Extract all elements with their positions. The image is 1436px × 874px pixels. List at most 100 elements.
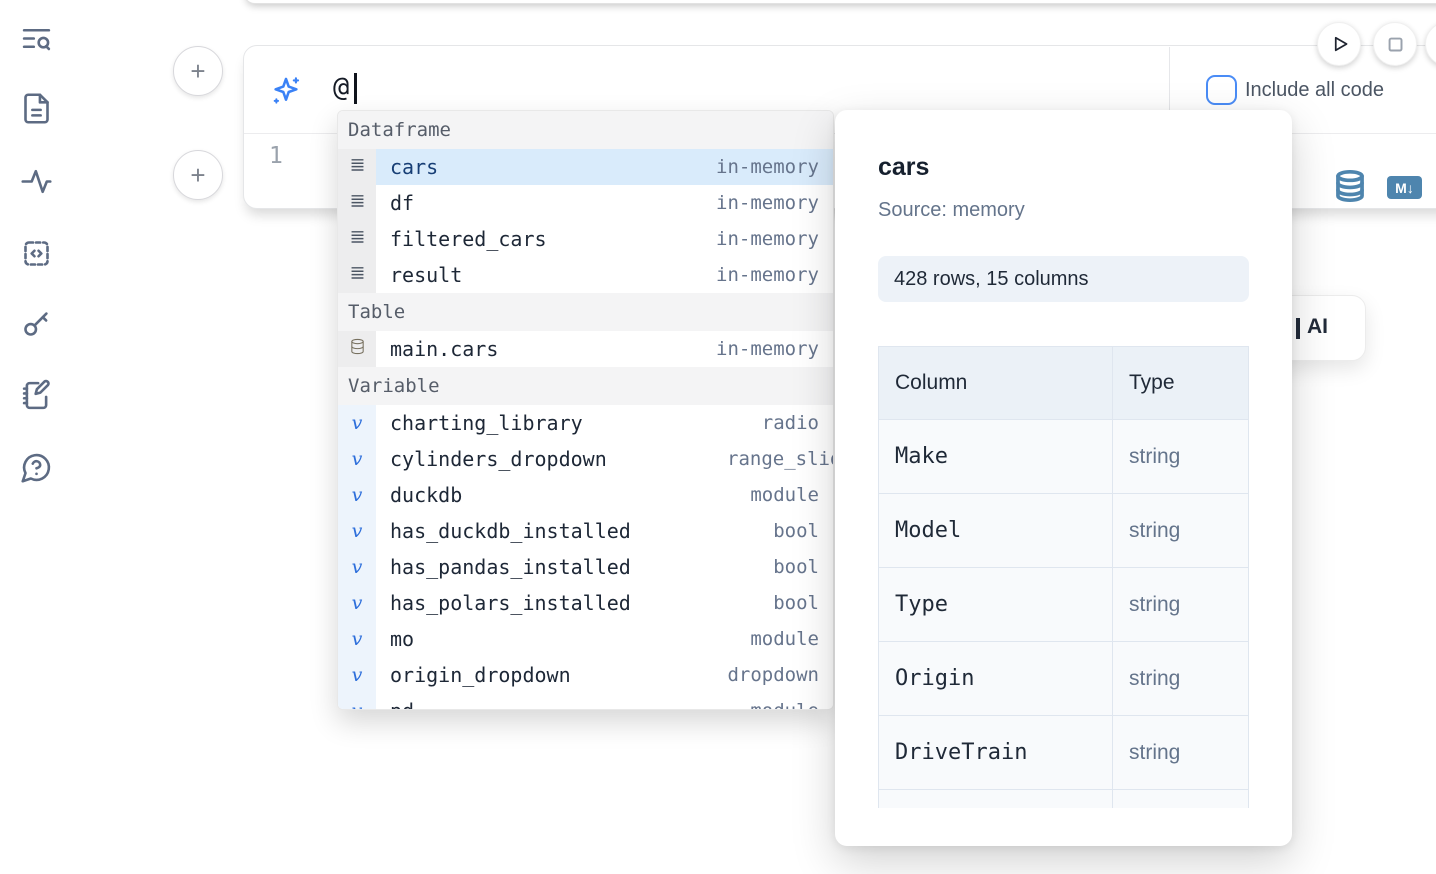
item-name: duckdb	[390, 483, 463, 507]
include-all-code-label[interactable]: Include all code	[1245, 79, 1384, 101]
item-type: module	[750, 628, 819, 650]
add-cell-above-button[interactable]: +	[173, 46, 223, 96]
item-name: origin_dropdown	[390, 663, 571, 687]
item-name: has_pandas_installed	[390, 555, 631, 579]
datasource-icon[interactable]	[1333, 169, 1367, 203]
item-name: mo	[390, 627, 415, 651]
schema-row: DriveTrain string	[879, 715, 1248, 789]
run-cell-button[interactable]	[1317, 22, 1361, 66]
autocomplete-item[interactable]: filtered_cars in-memory	[338, 221, 833, 257]
item-type: bool	[773, 520, 819, 542]
clipped-letter	[1296, 318, 1300, 339]
play-icon	[1334, 36, 1348, 52]
schema-column-type: string	[1112, 494, 1248, 567]
text-search-icon[interactable]	[18, 22, 54, 58]
schema-column-type: string	[1112, 568, 1248, 641]
help-chat-icon[interactable]	[18, 451, 54, 487]
autocomplete-item[interactable]: vpdmodule	[338, 693, 833, 709]
item-type: bool	[773, 592, 819, 614]
dataframe-icon	[338, 149, 376, 185]
autocomplete-item[interactable]: main.cars in-memory	[338, 331, 833, 367]
item-type: in-memory	[716, 156, 819, 178]
add-cell-below-button[interactable]: +	[173, 150, 223, 200]
previous-cell-bottom-edge	[243, 0, 1436, 4]
item-type: in-memory	[716, 228, 819, 250]
autocomplete-item[interactable]: v cylinders_dropdown range_slider	[338, 441, 833, 477]
item-type: in-memory	[716, 192, 819, 214]
variable-icon: v	[338, 657, 376, 693]
variable-icon: v	[338, 513, 376, 549]
autocomplete-item[interactable]: df in-memory	[338, 185, 833, 221]
item-type: module	[750, 700, 833, 709]
key-icon[interactable]	[18, 307, 54, 343]
ai-card-label: AI	[1307, 315, 1328, 338]
include-all-code-checkbox[interactable]	[1206, 75, 1237, 105]
variable-icon: v	[338, 549, 376, 585]
autocomplete-item[interactable]: cars in-memory	[338, 149, 833, 185]
line-number: 1	[269, 143, 283, 169]
notebook-pen-icon[interactable]	[18, 379, 54, 415]
variable-icon: v	[338, 621, 376, 657]
activity-icon[interactable]	[18, 165, 54, 201]
text-cursor	[354, 73, 357, 104]
item-type: module	[750, 484, 819, 506]
code-square-icon[interactable]	[18, 237, 54, 273]
file-text-icon[interactable]	[18, 92, 54, 128]
dataframe-preview-panel: cars Source: memory 428 rows, 15 columns…	[835, 110, 1292, 846]
schema-column-name: Model	[895, 518, 962, 543]
item-name: has_duckdb_installed	[390, 519, 631, 543]
divider	[1169, 47, 1170, 133]
item-type: in-memory	[716, 264, 819, 286]
markdown-icon[interactable]: M↓	[1387, 176, 1422, 199]
item-type: range_slider	[727, 448, 833, 470]
autocomplete-item[interactable]: v origin_dropdown dropdown	[338, 657, 833, 693]
item-type: dropdown	[727, 664, 819, 686]
code-editor-row[interactable]: 1	[244, 134, 1436, 208]
variable-icon: v	[338, 441, 376, 477]
variable-icon: v	[338, 405, 376, 441]
schema-header-cell: Type	[1112, 347, 1248, 419]
item-name: cylinders_dropdown	[390, 447, 607, 471]
schema-column-name: Make	[895, 444, 948, 469]
dataframe-icon	[338, 221, 376, 257]
item-type: radio	[761, 412, 819, 434]
preview-title: cars	[878, 153, 930, 181]
ai-input-value[interactable]: @	[333, 72, 350, 103]
item-type: in-memory	[716, 338, 819, 360]
autocomplete-section-header: Variable	[338, 367, 833, 405]
item-name: df	[390, 191, 415, 215]
stop-cell-button[interactable]	[1373, 22, 1417, 66]
item-type: bool	[773, 556, 819, 578]
shape-badge: 428 rows, 15 columns	[878, 256, 1249, 302]
dataframe-icon	[338, 185, 376, 221]
dataframe-icon	[338, 257, 376, 293]
schema-column-name: DriveTrain	[895, 740, 1028, 765]
item-name: cars	[390, 155, 439, 179]
autocomplete-item[interactable]: v has_duckdb_installed bool	[338, 513, 833, 549]
item-name: filtered_cars	[390, 227, 547, 251]
item-name: has_polars_installed	[390, 591, 631, 615]
schema-row: Type string	[879, 567, 1248, 641]
autocomplete-section-header: Dataframe	[338, 111, 833, 149]
sparkles-icon	[273, 77, 300, 104]
schema-column-name: Type	[895, 592, 948, 617]
autocomplete-section-header: Table	[338, 293, 833, 331]
autocomplete-item[interactable]: v has_pandas_installed bool	[338, 549, 833, 585]
schema-header-cell: Column	[895, 371, 968, 394]
stop-icon	[1388, 37, 1403, 52]
schema-column-type: string	[1112, 642, 1248, 715]
variable-icon: v	[338, 693, 376, 709]
schema-row-clipped	[879, 789, 1248, 808]
schema-column-type: string	[1112, 716, 1248, 789]
item-name: main.cars	[390, 337, 499, 361]
